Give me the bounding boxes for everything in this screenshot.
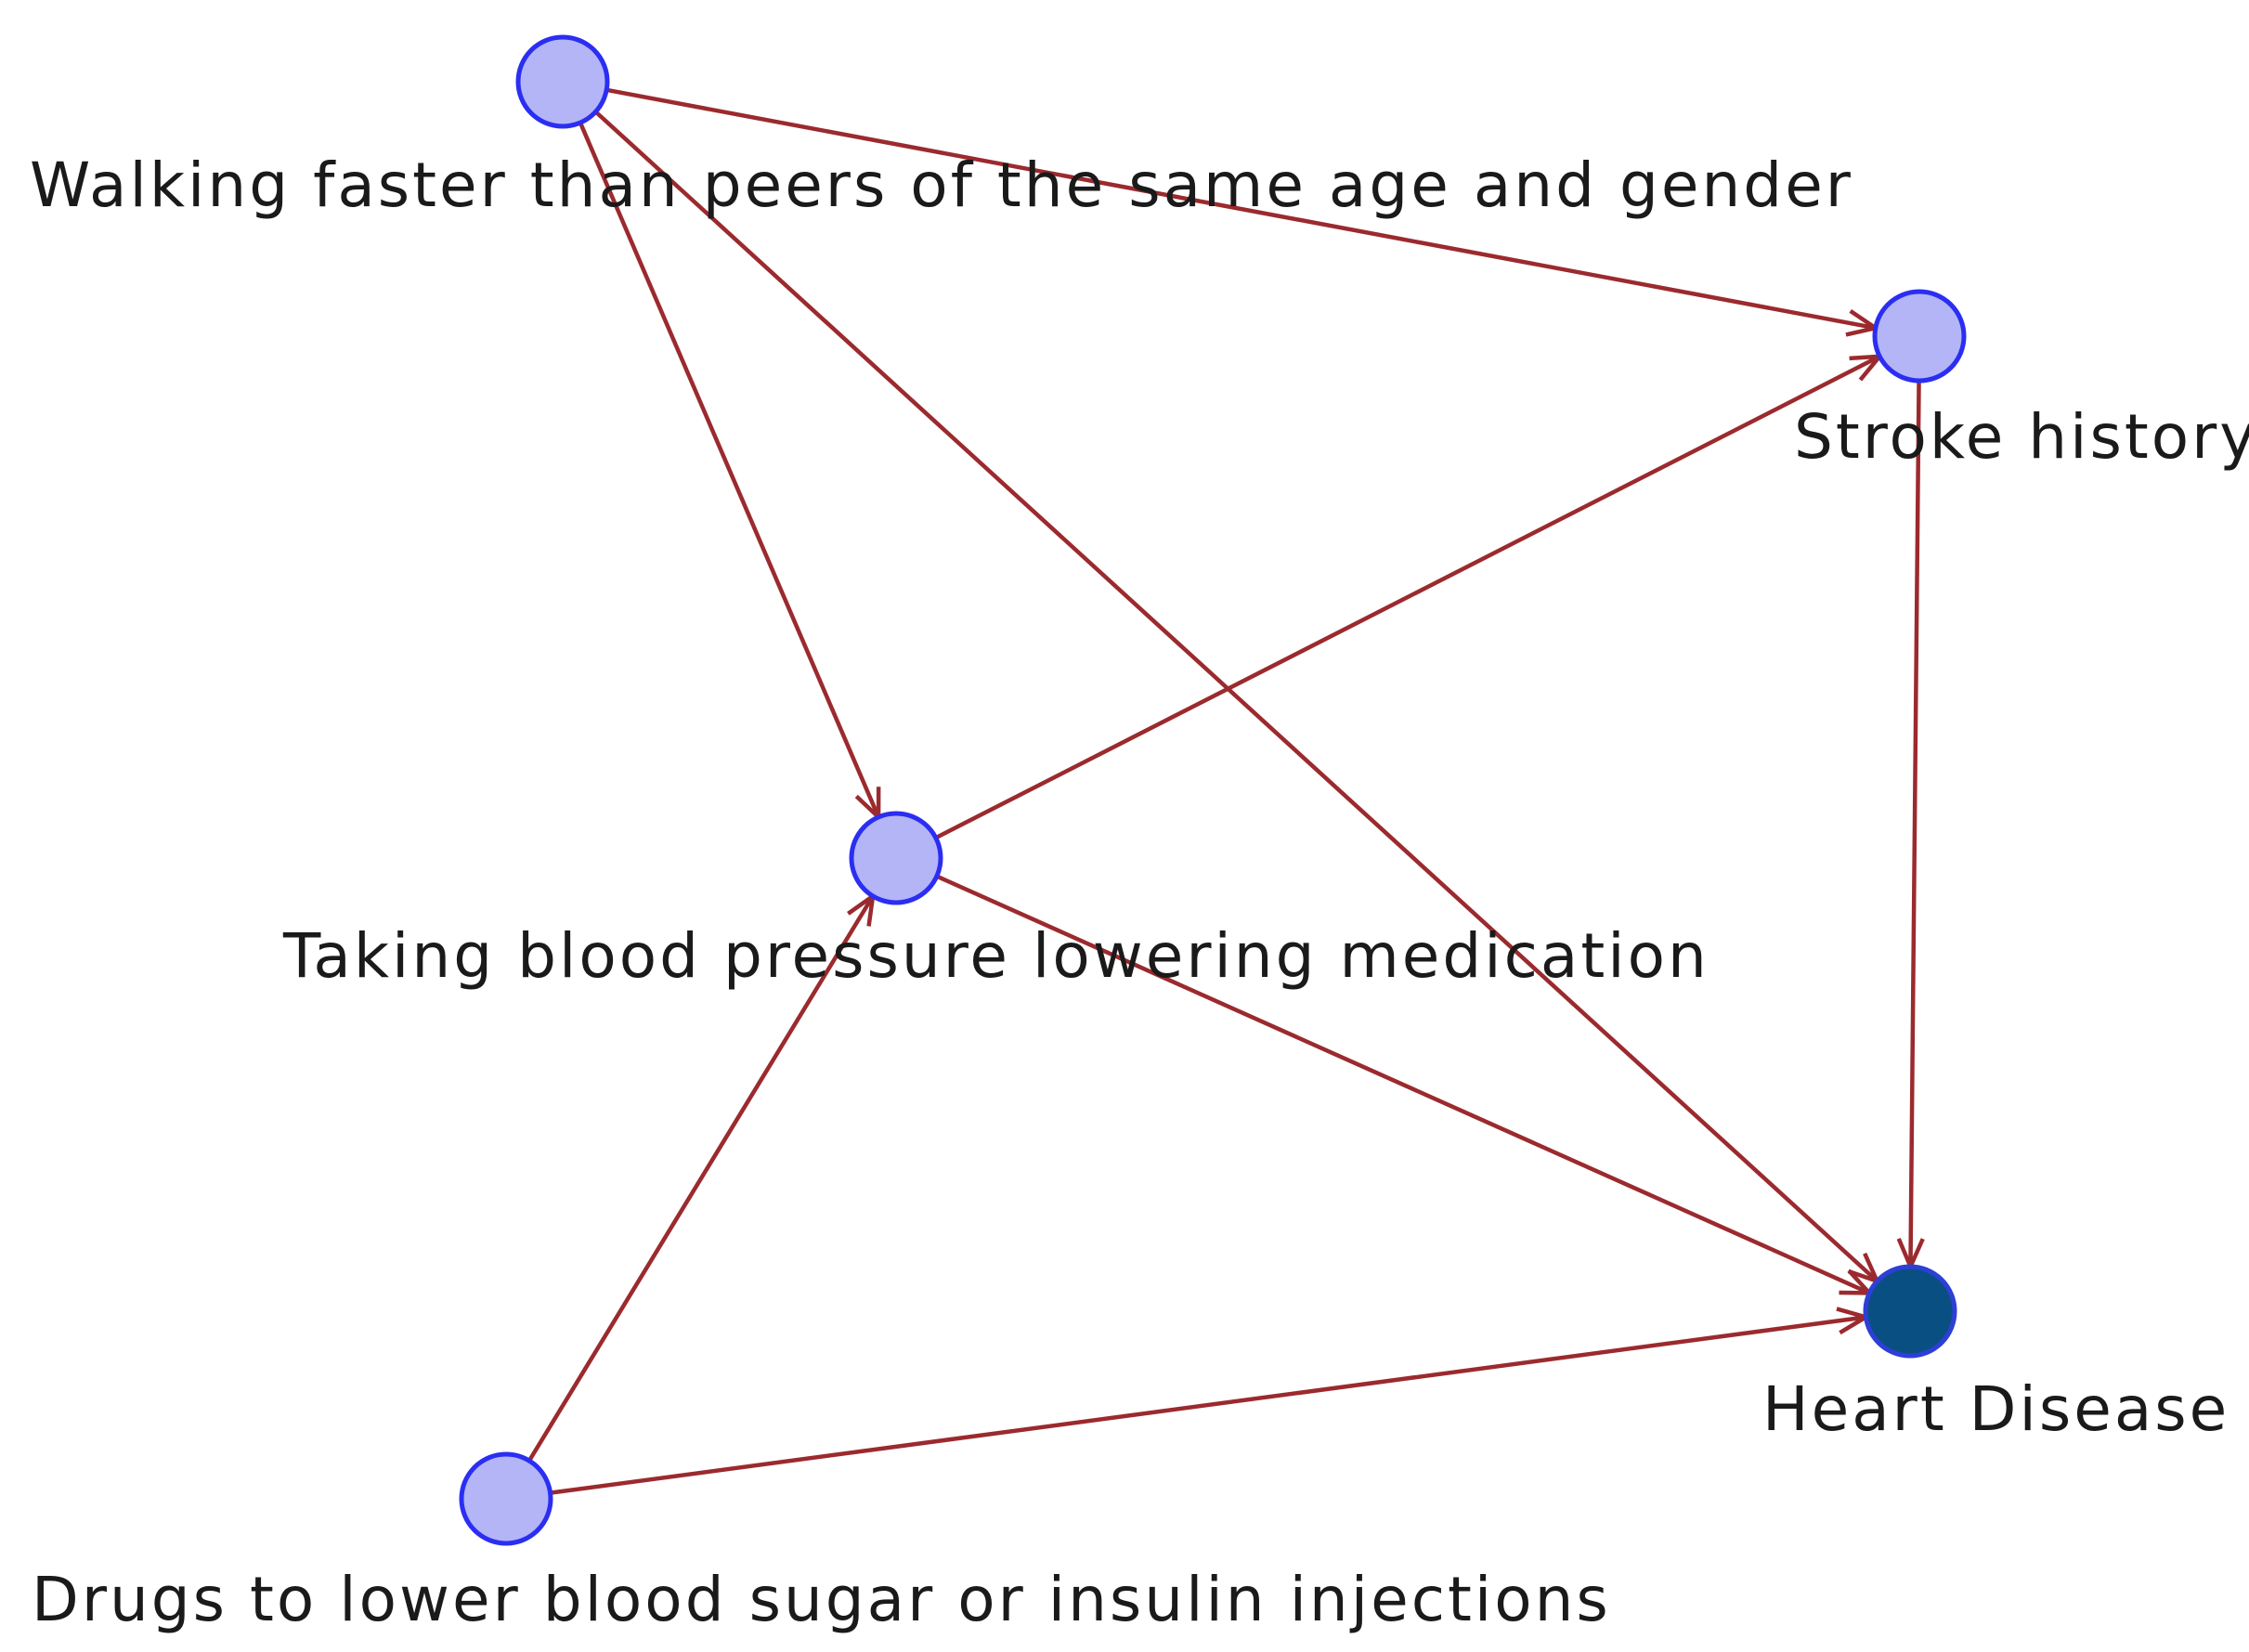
node-heart[interactable] bbox=[1863, 1264, 1957, 1359]
node-label-heart: Heart Disease bbox=[1762, 1373, 2230, 1445]
node-label-drugs: Drugs to lower blood sugar or insulin in… bbox=[32, 1564, 1611, 1635]
edge-bp_med-to-stroke bbox=[934, 354, 1885, 840]
edge-walking-to-bp_med bbox=[578, 122, 881, 823]
edge-line bbox=[527, 894, 875, 1463]
node-label-stroke: Stroke history bbox=[1794, 401, 2249, 473]
node-stroke[interactable] bbox=[1872, 289, 1967, 384]
edge-line bbox=[605, 87, 1877, 331]
edge-line bbox=[593, 110, 1879, 1283]
edge-line bbox=[1908, 380, 1921, 1268]
node-label-bp-med: Taking blood pressure lowering medicatio… bbox=[282, 920, 1710, 992]
edge-line bbox=[934, 354, 1881, 840]
edge-line bbox=[935, 874, 1871, 1295]
edge-walking-to-heart bbox=[593, 110, 1881, 1285]
edge-line bbox=[550, 1315, 1866, 1495]
edge-line bbox=[578, 122, 881, 818]
node-label-walking: Walking faster than peers of the same ag… bbox=[30, 150, 1853, 221]
node-bp_med[interactable] bbox=[849, 811, 943, 905]
node-walking[interactable] bbox=[515, 34, 610, 129]
node-drugs[interactable] bbox=[459, 1451, 553, 1546]
edge-drugs-to-heart bbox=[550, 1307, 1872, 1495]
labels-layer: Walking faster than peers of the same ag… bbox=[30, 150, 2249, 1635]
edge-stroke-to-heart bbox=[1896, 380, 1925, 1272]
nodes-layer bbox=[459, 34, 1967, 1546]
edges-layer bbox=[527, 87, 1925, 1495]
